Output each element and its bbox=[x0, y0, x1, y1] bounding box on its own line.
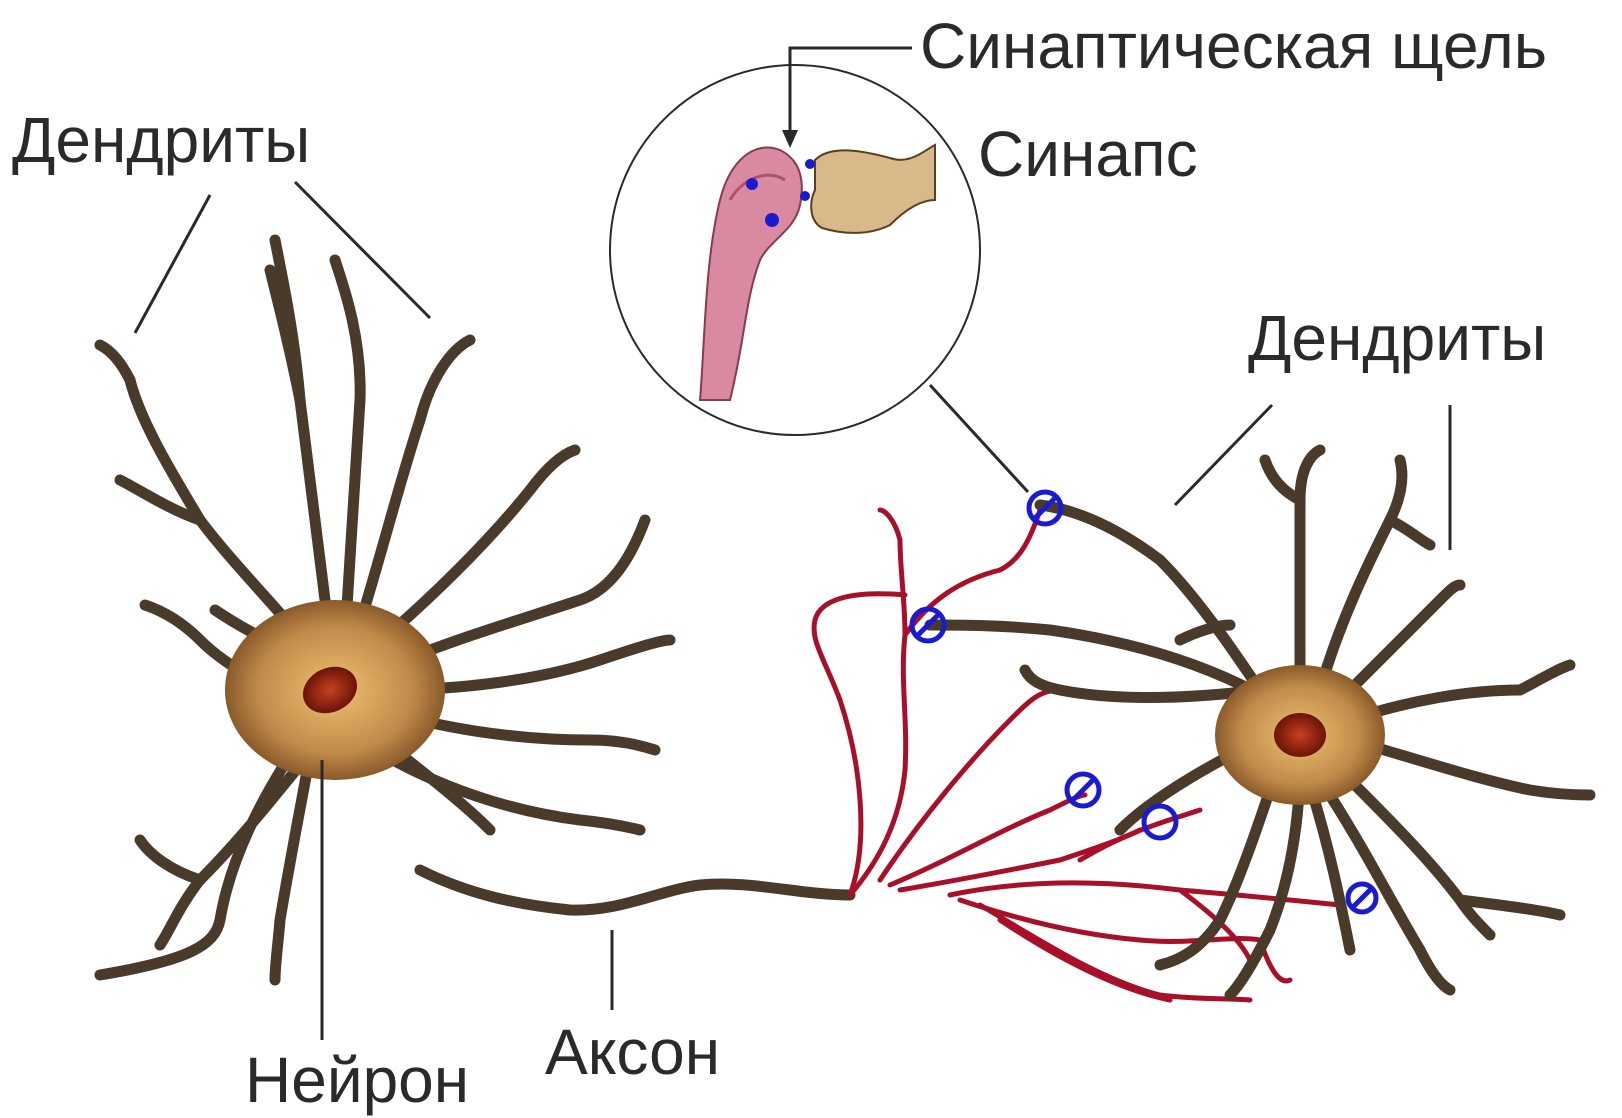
dendrites-label-right: Дендриты bbox=[1248, 306, 1546, 370]
leader-dendrites-left-2 bbox=[295, 182, 430, 318]
synapse-label: Синапс bbox=[978, 122, 1198, 186]
synapse-marker bbox=[1348, 884, 1376, 912]
leader-dendrites-left-1 bbox=[135, 195, 210, 333]
synapse-marker bbox=[1067, 774, 1099, 806]
leader-inset-to-synapse bbox=[930, 385, 1028, 492]
synapse-inset bbox=[610, 65, 980, 435]
axon-label: Аксон bbox=[545, 1020, 720, 1084]
inset-circle bbox=[610, 65, 980, 435]
axon-shaft bbox=[420, 870, 850, 910]
right-neuron bbox=[930, 450, 1590, 995]
dendrites-label-left: Дендриты bbox=[12, 108, 310, 172]
synaptic-cleft-label: Синаптическая щель bbox=[920, 14, 1547, 78]
right-nucleus bbox=[1274, 713, 1326, 757]
leader-dendrites-right-1 bbox=[1175, 405, 1272, 505]
neuron-label: Нейрон bbox=[245, 1048, 469, 1112]
left-neuron bbox=[100, 240, 670, 980]
